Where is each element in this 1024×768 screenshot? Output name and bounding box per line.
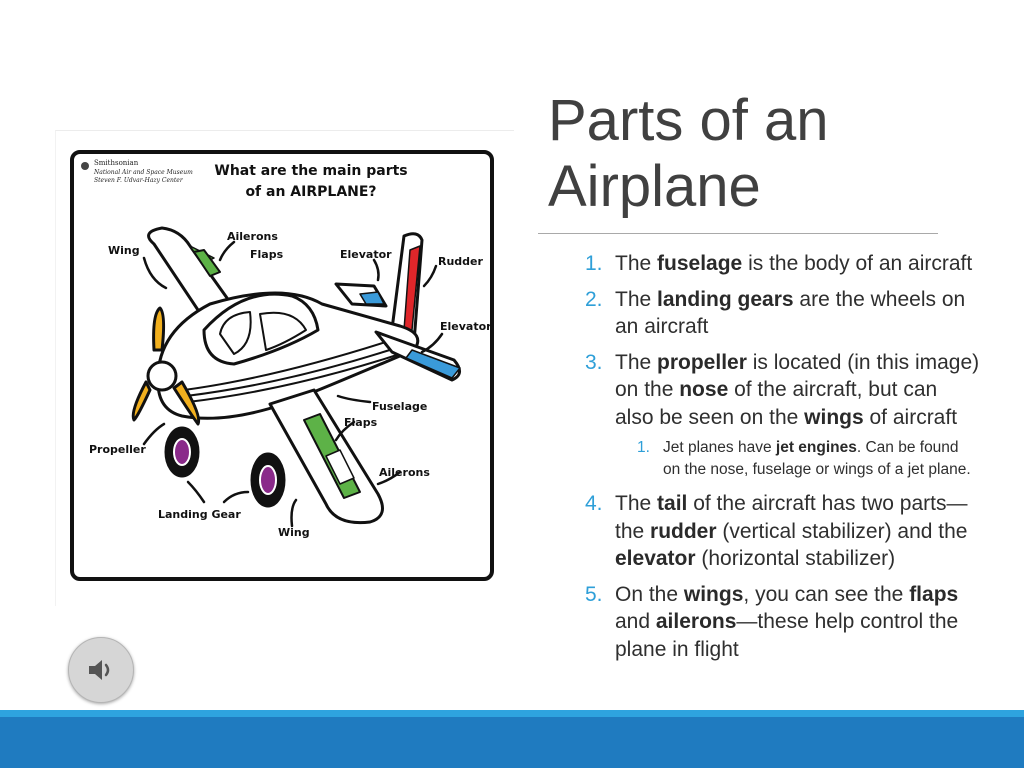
top-flaps	[193, 249, 221, 277]
audio-play-button[interactable]	[68, 637, 134, 703]
label-rudder: Rudder	[438, 255, 484, 268]
list-item: 2. The landing gears are the wheels on a…	[585, 286, 980, 341]
list-item: 1. The fuselage is the body of an aircra…	[585, 250, 980, 278]
label-arrows	[142, 240, 444, 528]
propeller-blade-right	[172, 380, 201, 426]
list-item: 3. The propeller is located (in this ima…	[585, 349, 980, 432]
footer-accent-bar	[0, 710, 1024, 717]
poster-heading-1: What are the main parts	[214, 163, 407, 179]
title-line-1: Parts of an	[548, 88, 829, 153]
museum-line-2: National Air and Space Museum	[93, 169, 193, 176]
label-fuselage: Fuselage	[372, 400, 427, 413]
airplane-illustration	[131, 226, 461, 525]
list-number: 4.	[585, 492, 603, 515]
list-number: 3.	[585, 350, 603, 374]
list-number: 1.	[637, 439, 650, 456]
parts-list: 1. The fuselage is the body of an aircra…	[585, 250, 980, 671]
label-wing-bottom: Wing	[278, 526, 310, 539]
label-ailerons-bottom: Ailerons	[379, 466, 430, 479]
title-line-2: Airplane	[548, 154, 761, 219]
poster-heading-2: of an AIRPLANE?	[245, 184, 376, 200]
bottom-aileron	[325, 449, 355, 485]
footer-bar	[0, 717, 1024, 768]
propeller-blade-left	[131, 380, 152, 422]
list-number: 1.	[585, 252, 603, 275]
smithsonian-logo: Smithsonian National Air and Space Museu…	[81, 159, 193, 184]
list-item: 5. On the wings, you can see the flaps a…	[585, 581, 980, 664]
slide-title: Parts of an Airplane	[548, 88, 968, 220]
airplane-poster: Smithsonian National Air and Space Museu…	[70, 150, 494, 581]
label-flaps-mid: Flaps	[344, 416, 378, 429]
label-elevator-top: Elevator	[340, 248, 392, 261]
right-elevator-blue	[405, 349, 461, 379]
label-propeller: Propeller	[89, 443, 146, 456]
label-ailerons-top: Ailerons	[227, 230, 278, 243]
museum-line-3: Steven F. Udvar-Hazy Center	[94, 177, 184, 184]
title-divider	[538, 233, 938, 234]
museum-line-1: Smithsonian	[94, 159, 139, 167]
propeller-blade-top	[152, 306, 166, 352]
label-wing-top: Wing	[108, 244, 140, 257]
airplane-diagram: Smithsonian National Air and Space Museu…	[81, 159, 492, 539]
label-flaps-top: Flaps	[250, 248, 284, 261]
top-elevator-blue	[359, 291, 385, 305]
label-elevator-right: Elevator	[440, 320, 490, 333]
speaker-icon	[89, 660, 110, 680]
propeller-hub	[146, 360, 178, 392]
list-item: 4. The tail of the aircraft has two part…	[585, 490, 980, 573]
label-landing-gear: Landing Gear	[158, 508, 241, 521]
part-labels: Wing Ailerons Flaps Elevator Rudder Elev…	[89, 230, 492, 539]
list-number: 2.	[585, 287, 603, 311]
sub-list-item: 1. Jet planes have jet engines. Can be f…	[637, 437, 980, 480]
list-number: 5.	[585, 582, 603, 606]
